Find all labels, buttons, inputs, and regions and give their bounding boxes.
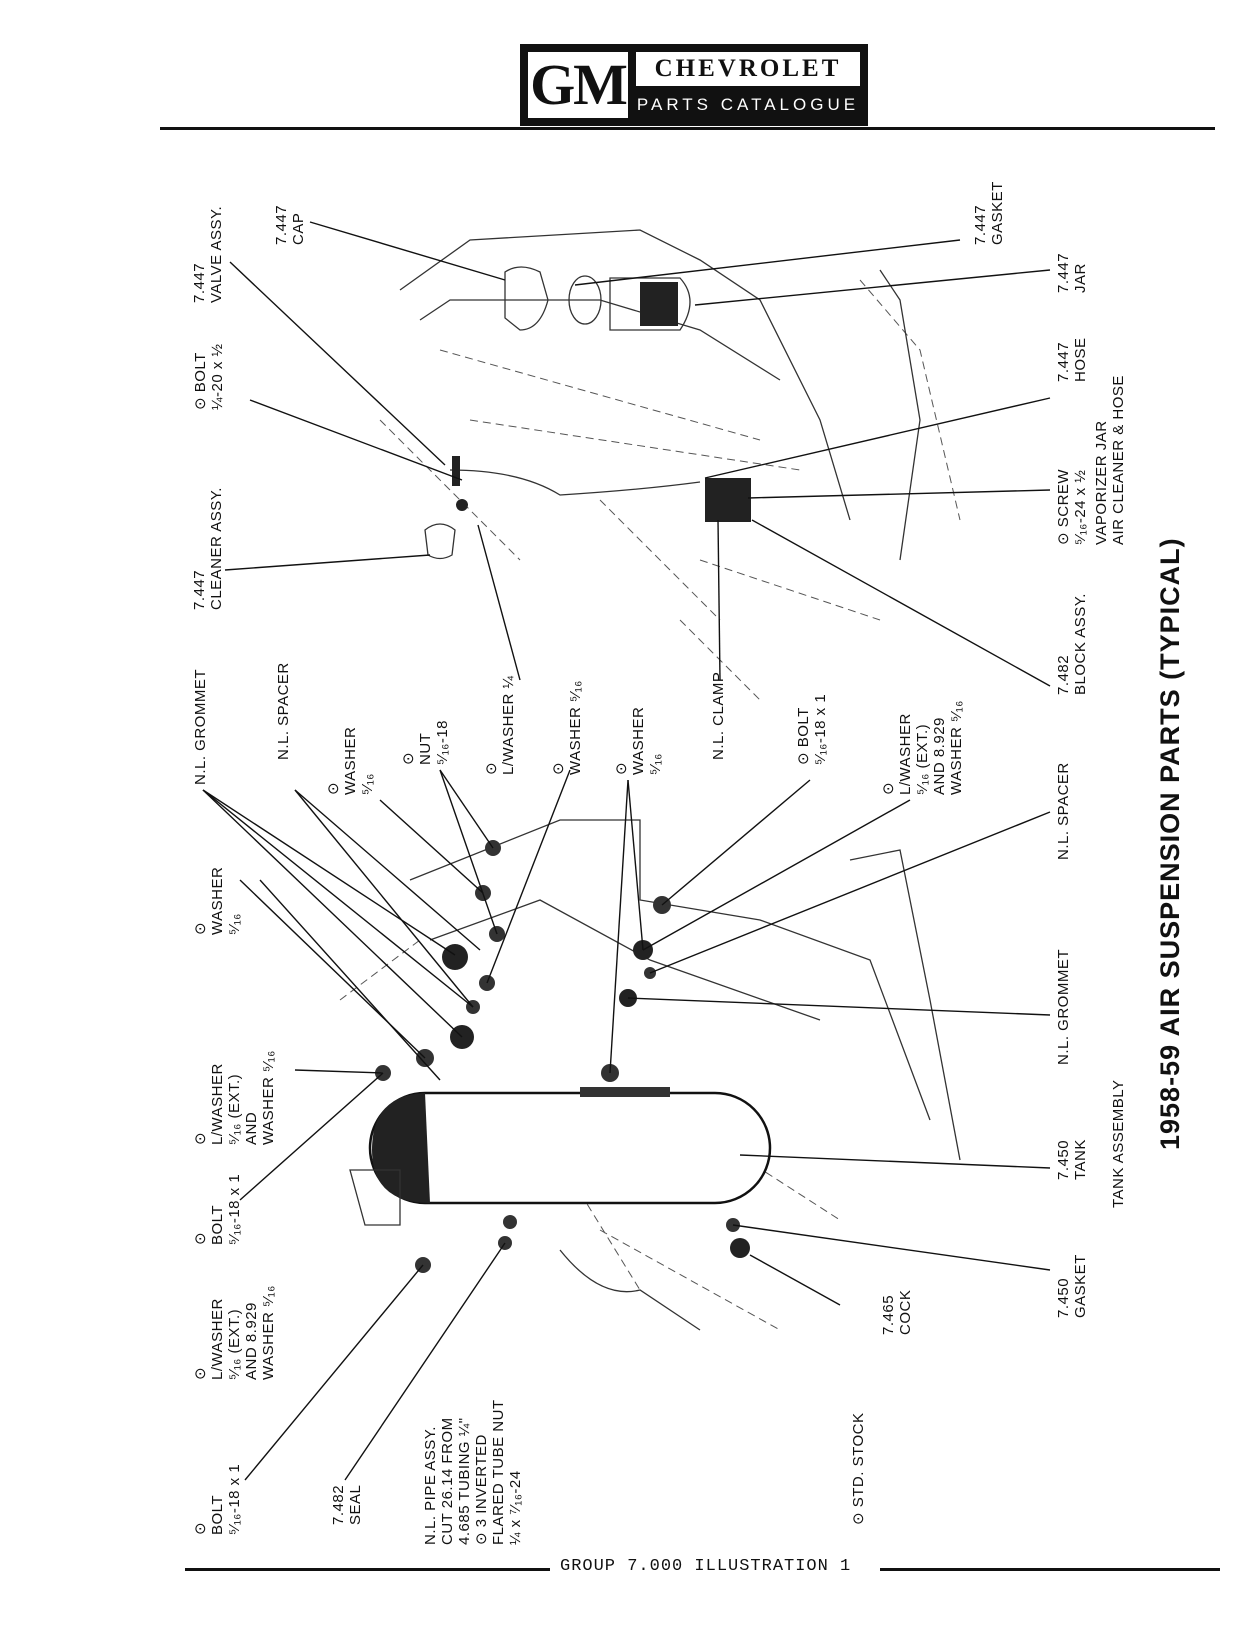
- label-tank-assembly: TANK ASSEMBLY: [1110, 1079, 1127, 1209]
- catalogue-subtitle: PARTS CATALOGUE: [636, 95, 860, 114]
- air-tank: [349, 1064, 772, 1226]
- footer-rule-right: [880, 1568, 1220, 1571]
- label-spacer-left: N.L. SPACER: [275, 662, 292, 760]
- label-std-stock: ⊙ STD. STOCK: [850, 1412, 867, 1525]
- lower-frame-drawing: [339, 819, 961, 1331]
- footer-rule-left: [185, 1568, 550, 1571]
- fasteners: [375, 840, 750, 1273]
- footer-caption: GROUP 7.000 ILLUSTRATION 1: [560, 1557, 852, 1576]
- header-rule: [160, 127, 1215, 130]
- catalogue-header: GM CHEVROLET PARTS CATALOGUE: [520, 44, 868, 126]
- label-grommet-top: N.L. GROMMET: [192, 668, 209, 785]
- label-spacer-right: N.L. SPACER: [1055, 762, 1072, 860]
- gm-logo: GM: [528, 52, 628, 118]
- brand-name: CHEVROLET: [636, 52, 860, 86]
- label-grommet-right: N.L. GROMMET: [1055, 948, 1072, 1065]
- vaporizer-jar: [424, 266, 751, 560]
- label-washer-516b: ⊙WASHER ⁵⁄₁₆: [550, 680, 584, 775]
- page-title: 1958-59 AIR SUSPENSION PARTS (TYPICAL): [1155, 537, 1185, 1150]
- leader-lines: [202, 221, 1051, 1481]
- label-lwasher-14: ⊙L/WASHER ¼: [483, 675, 517, 775]
- label-clamp: N.L. CLAMP: [710, 671, 727, 760]
